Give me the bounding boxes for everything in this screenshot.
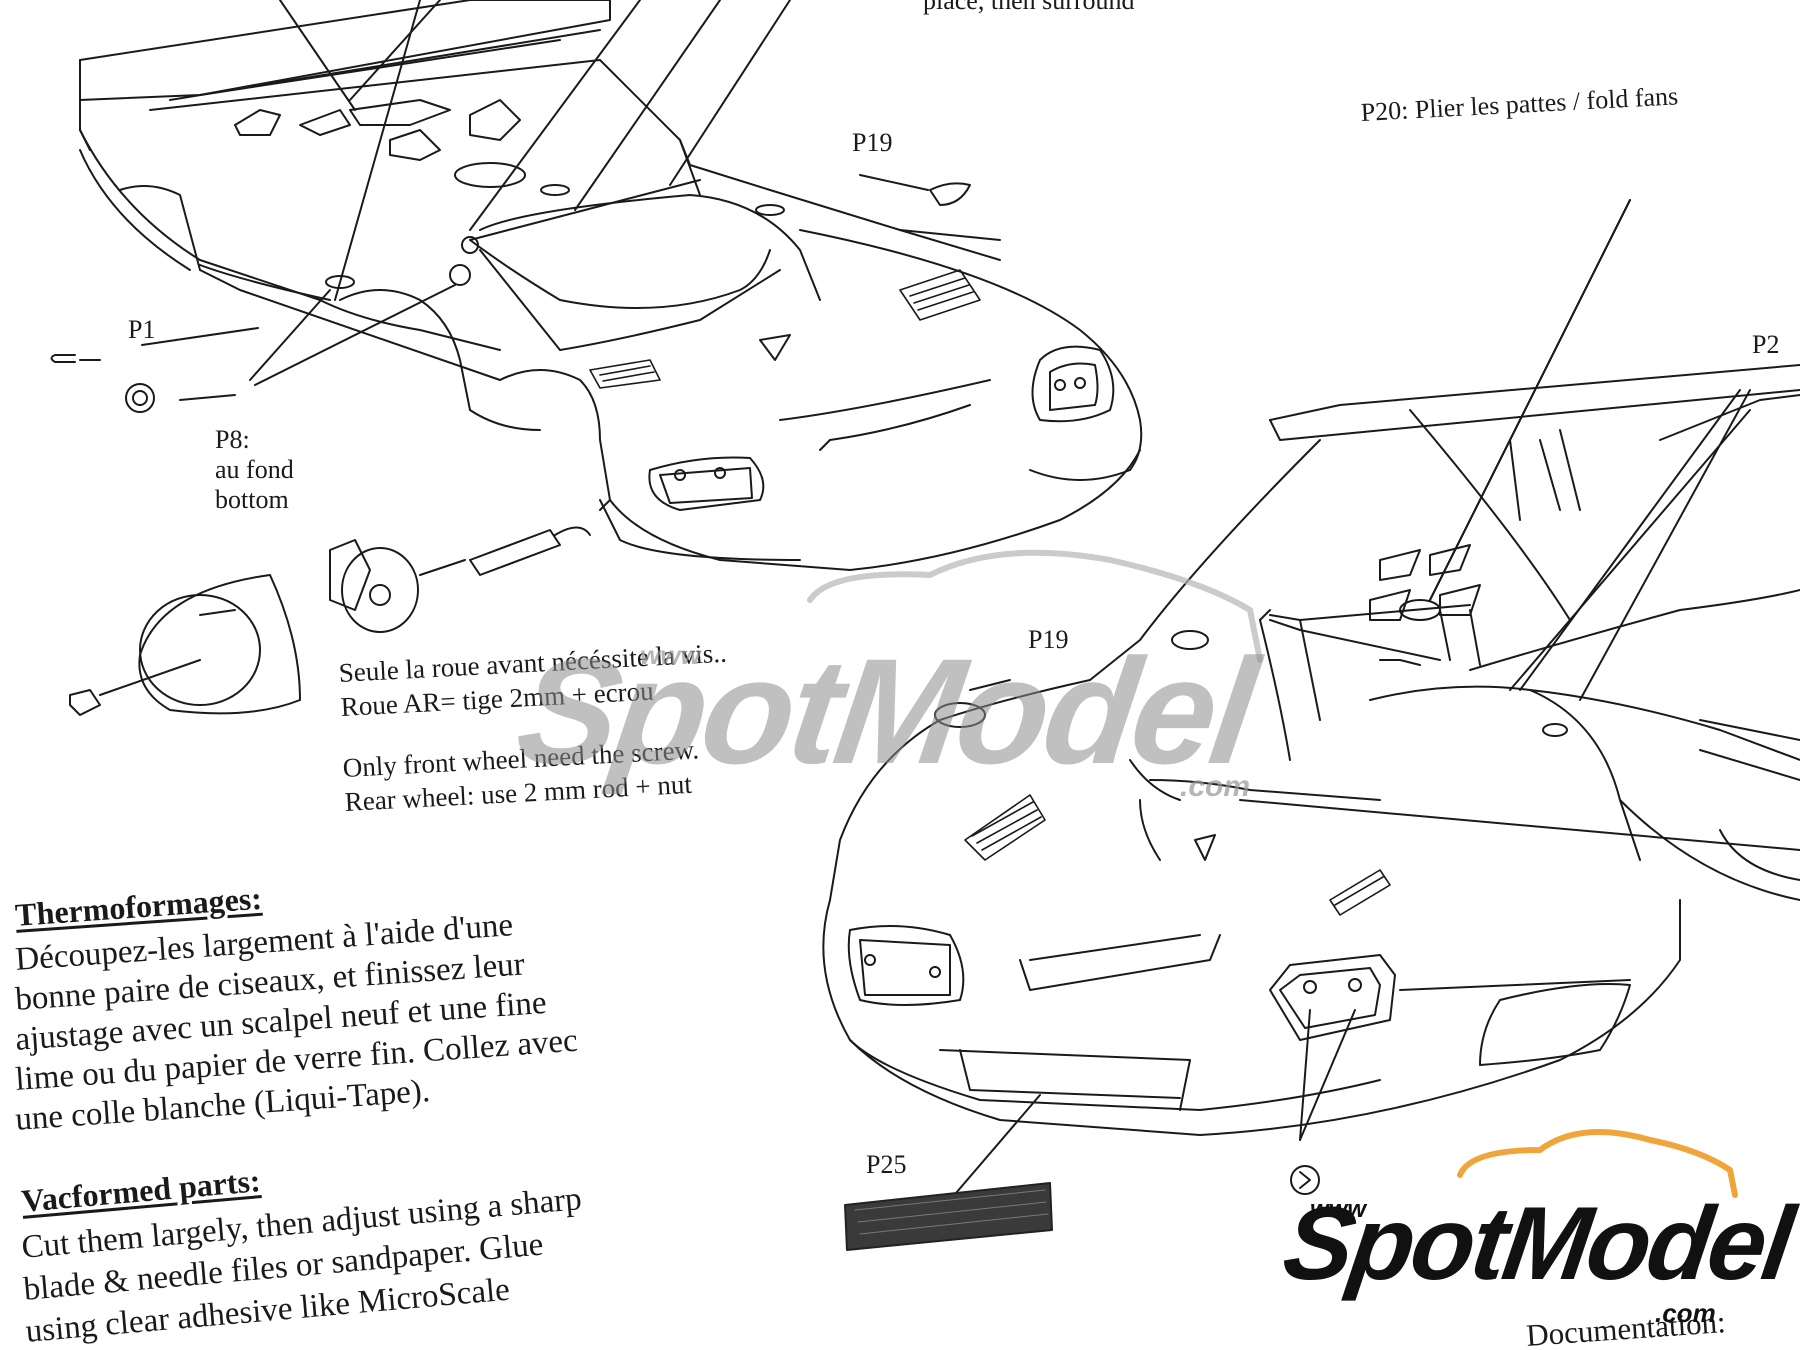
bottom-arrows [949, 199, 1800, 1201]
watermark-com: .com [1180, 770, 1251, 803]
label-p1: P1 [128, 315, 156, 344]
label-p19-bottom: P19 [1028, 625, 1069, 654]
top-partial-text: place, then surround [923, 0, 1135, 15]
watermark-brand: SpotModel [508, 627, 1263, 795]
top-car-body [50, 0, 1741, 691]
logo-brand: SpotModel [1276, 1186, 1798, 1302]
logo-swoosh [1457, 1129, 1738, 1198]
label-p19-top: P19 [852, 128, 893, 157]
logo-www: www [1310, 1196, 1367, 1223]
top-arrows [141, 0, 1741, 691]
logo-com: .com [1655, 1298, 1716, 1328]
watermark-swoosh [807, 549, 1263, 663]
label-p8-bottom: bottom [215, 485, 289, 514]
label-p8: P8: [215, 425, 250, 454]
wheel-assembly [69, 499, 611, 716]
label-p8-au-fond: au fond [215, 455, 294, 484]
watermark-www: www [640, 640, 701, 670]
label-p25: P25 [866, 1150, 907, 1179]
bottom-car-body [822, 199, 1800, 1201]
p25-mesh-strip [844, 1182, 1053, 1251]
label-p2: P2 [1752, 330, 1780, 359]
